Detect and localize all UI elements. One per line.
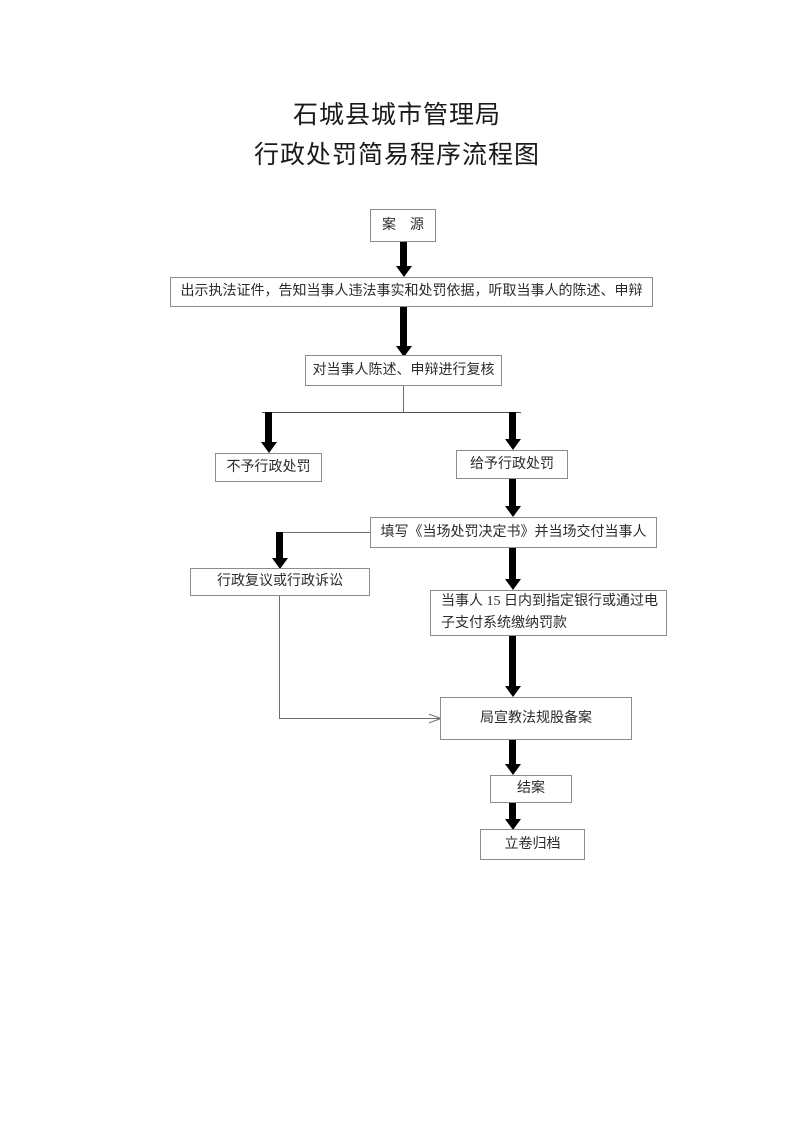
connector-reconsideration-down bbox=[279, 596, 280, 718]
node-show-credentials-label: 出示执法证件，告知当事人违法事实和处罚依据，听取当事人的陈述、申辩 bbox=[180, 284, 643, 299]
node-review: 对当事人陈述、申辩进行复核 bbox=[305, 355, 502, 386]
node-pay-fine-label-line-2: 子支付系统缴纳罚款 bbox=[441, 616, 567, 631]
node-no-penalty-label: 不予行政处罚 bbox=[226, 459, 311, 475]
node-review-label: 对当事人陈述、申辩进行复核 bbox=[312, 362, 495, 378]
arrow-record-to-close-case bbox=[504, 740, 521, 775]
page-title: 石城县城市管理局 行政处罚简易程序流程图 bbox=[0, 96, 794, 176]
node-archive-label: 立卷归档 bbox=[504, 836, 561, 852]
title-line-1: 石城县城市管理局 bbox=[292, 102, 501, 129]
arrow-review-to-no-penalty bbox=[260, 412, 277, 453]
node-case-source-label: 案 源 bbox=[382, 217, 424, 233]
node-pay-fine-label-line-1: 当事人 15 日内到指定银行或通过电 bbox=[441, 594, 658, 609]
node-give-penalty-label: 给予行政处罚 bbox=[470, 456, 554, 472]
arrow-source-to-credentials bbox=[395, 242, 412, 277]
arrow-close-case-to-archive bbox=[504, 803, 521, 830]
node-show-credentials: 出示执法证件，告知当事人违法事实和处罚依据，听取当事人的陈述、申辩 bbox=[170, 277, 653, 307]
connector-review-split-bar bbox=[262, 412, 521, 413]
title-line-2: 行政处罚简易程序流程图 bbox=[253, 142, 540, 169]
arrow-pay-fine-to-record bbox=[504, 636, 521, 697]
arrow-credentials-to-review bbox=[395, 307, 412, 357]
arrow-head-reconsideration-to-record bbox=[428, 712, 440, 724]
node-record-label: 局宣教法规股备案 bbox=[480, 710, 592, 726]
node-reconsideration-label: 行政复议或行政诉讼 bbox=[217, 574, 343, 589]
node-close-case: 结案 bbox=[490, 775, 572, 803]
connector-review-stub bbox=[403, 386, 404, 412]
arrow-give-penalty-to-fill-decision bbox=[504, 479, 521, 517]
node-close-case-label: 结案 bbox=[517, 781, 545, 796]
arrow-review-to-give-penalty bbox=[504, 412, 521, 450]
arrow-fill-decision-to-pay-fine bbox=[504, 548, 521, 590]
node-pay-fine: 当事人 15 日内到指定银行或通过电 子支付系统缴纳罚款 bbox=[430, 590, 667, 636]
node-fill-decision-label: 填写《当场处罚决定书》并当场交付当事人 bbox=[380, 524, 647, 540]
node-no-penalty: 不予行政处罚 bbox=[215, 453, 322, 482]
node-give-penalty: 给予行政处罚 bbox=[456, 450, 568, 479]
node-case-source: 案 源 bbox=[370, 209, 436, 242]
connector-reconsideration-right bbox=[279, 718, 440, 719]
node-record: 局宣教法规股备案 bbox=[440, 697, 632, 740]
node-reconsideration: 行政复议或行政诉讼 bbox=[190, 568, 370, 596]
node-fill-decision: 填写《当场处罚决定书》并当场交付当事人 bbox=[370, 517, 657, 548]
connector-fill-to-reconsideration-h bbox=[279, 532, 370, 533]
node-archive: 立卷归档 bbox=[480, 829, 585, 860]
arrow-to-reconsideration bbox=[271, 532, 288, 569]
